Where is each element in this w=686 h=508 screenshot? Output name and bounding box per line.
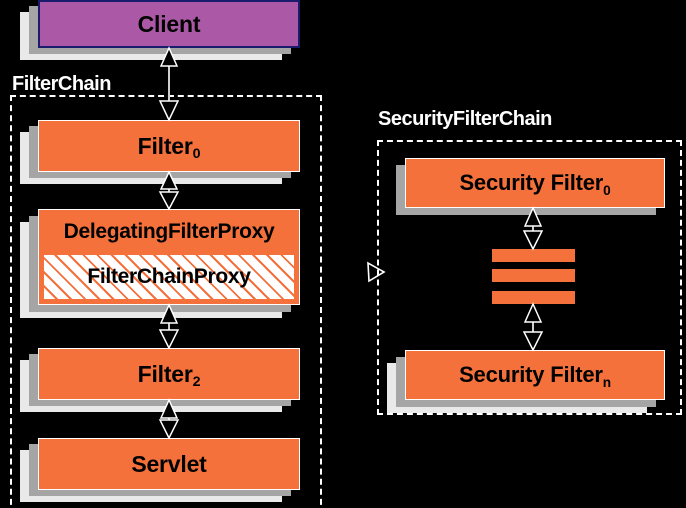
securityfiltern-box[interactable]: Security Filtern	[405, 350, 665, 400]
filter0-box[interactable]: Filter0	[38, 120, 300, 172]
filter0-label: Filter0	[137, 132, 201, 162]
client-box[interactable]: Client	[38, 0, 300, 48]
filterchainproxy-label: FilterChainProxy	[87, 265, 251, 288]
delegatingfilterproxy-label: DelegatingFilterProxy	[63, 220, 275, 243]
securityfiltern-label-sub: n	[602, 374, 611, 390]
filter2-label: Filter2	[137, 360, 201, 390]
servlet-box[interactable]: Servlet	[38, 438, 300, 490]
ellipsis-bar-2	[492, 269, 575, 282]
filterchain-group-label: FilterChain	[12, 73, 111, 95]
securityfilter0-box[interactable]: Security Filter0	[405, 158, 665, 208]
filterchainproxy-box[interactable]: FilterChainProxy	[43, 254, 295, 300]
filterchain-group-frame	[10, 95, 322, 508]
filter2-label-sub: 2	[192, 374, 201, 391]
filter0-label-sub: 0	[192, 146, 201, 163]
securityfilter0-label-sub: 0	[603, 182, 611, 198]
delegatingfilterproxy-box[interactable]: DelegatingFilterProxy FilterChainProxy	[38, 209, 300, 305]
securityfiltern-label-text: Security Filter	[459, 362, 603, 387]
securityfilter0-label: Security Filter0	[459, 170, 610, 198]
ellipsis-bar-1	[492, 249, 575, 262]
ellipsis-bar-3	[492, 291, 575, 304]
securityfilterchain-group-label: SecurityFilterChain	[378, 108, 552, 130]
client-label: Client	[137, 10, 201, 37]
servlet-label: Servlet	[131, 450, 207, 477]
securityfiltern-label: Security Filtern	[459, 362, 611, 390]
securityfilter0-label-text: Security Filter	[459, 170, 604, 195]
filter2-box[interactable]: Filter2	[38, 348, 300, 400]
filter2-label-text: Filter	[137, 360, 193, 387]
filter0-label-text: Filter	[137, 132, 193, 159]
